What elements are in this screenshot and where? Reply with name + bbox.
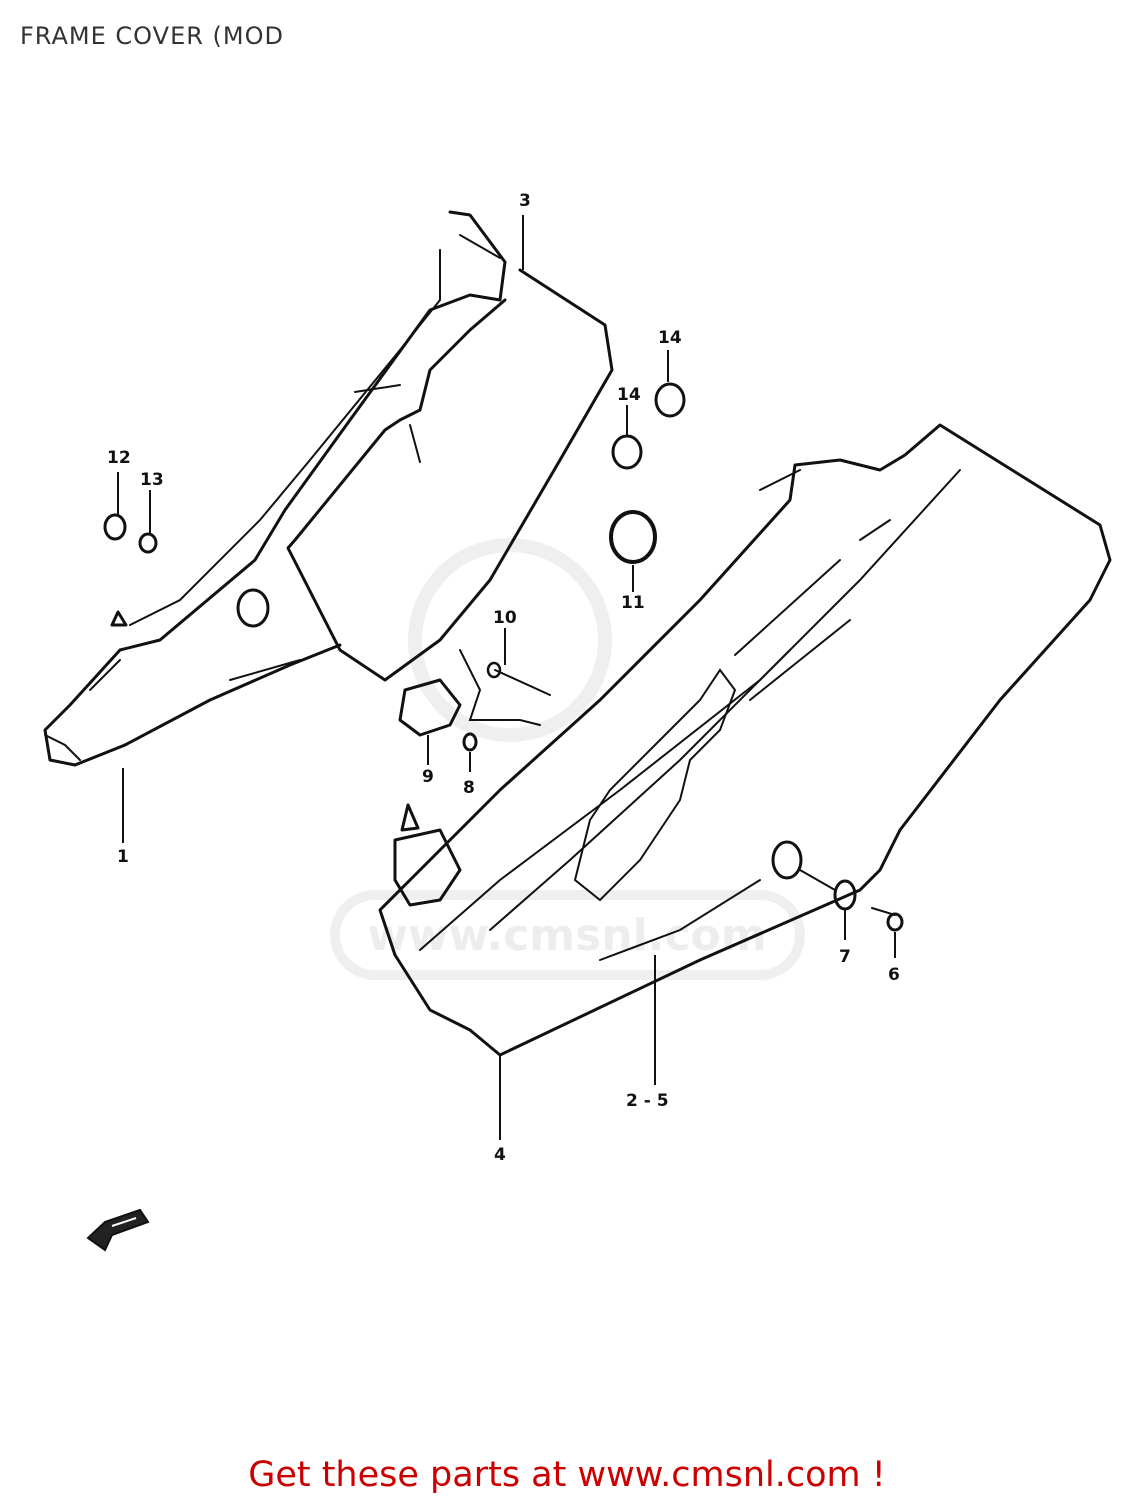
callout-14a: 14 [658,328,682,348]
bolt-11 [103,513,127,541]
callout-10: 10 [493,608,517,628]
frame-cover-left [43,210,507,767]
callout-3: 3 [519,191,531,211]
callout-13: 11 [621,593,645,613]
parts-diagram: www.cmsnl.com [43,191,1112,1252]
callout-6: 6 [888,965,900,985]
clip-9 [398,678,462,737]
callout-14b: 14 [617,385,641,405]
screw-10 [494,669,551,696]
callout-4: 4 [494,1145,506,1165]
page-title: FRAME COVER (MOD [20,22,284,50]
callout-2-5: 2 - 5 [626,1091,669,1111]
washer-12 [138,532,158,554]
hardware [103,382,904,932]
washer-8 [462,732,478,752]
damper-13 [609,510,657,564]
frame-cover-panel [286,268,614,682]
grommet-7a [771,840,803,880]
callout-1: 1 [117,847,129,867]
callout-8: 8 [463,778,475,798]
fwd-arrow-icon [86,1208,150,1252]
frame-cover-right [378,423,1112,1057]
washer-7 [833,879,857,911]
callout-9: 9 [422,767,434,787]
cmsnl-link[interactable]: Get these parts at www.cmsnl.com ! [248,1455,886,1495]
callout-7: 7 [839,947,851,967]
watermark-text: www.cmsnl.com [367,910,766,961]
grommet-14a [654,382,686,418]
watermark-logo: www.cmsnl.com [330,538,805,980]
callout-11: 12 [107,448,131,468]
callouts: 3 14 14 12 13 11 10 9 8 1 7 6 2 - 5 4 [107,191,900,1165]
callout-12: 13 [140,470,164,490]
grommet-14b [611,434,643,470]
leader-lines [117,215,896,1140]
